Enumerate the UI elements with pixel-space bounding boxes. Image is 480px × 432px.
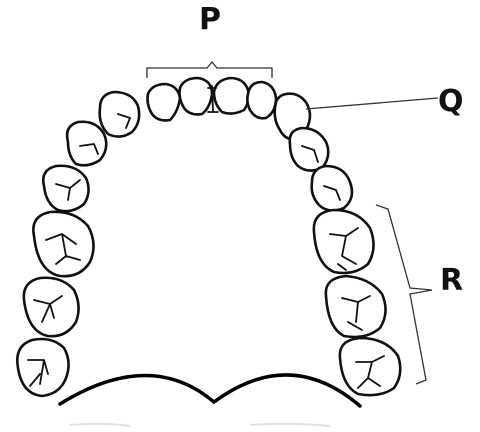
palate-outline	[60, 375, 360, 406]
label-p: P	[199, 5, 221, 35]
tooth-incisor-right-lateral	[247, 82, 276, 118]
tooth-left-premolar-1	[67, 122, 106, 166]
label-r: R	[440, 266, 463, 296]
bracket-p	[147, 62, 272, 78]
tooth-incisor-right-central	[214, 78, 249, 114]
tooth-right-molar-2	[326, 276, 386, 337]
tooth-right-molar-1	[314, 210, 374, 273]
tooth-right-premolar-1	[290, 128, 329, 171]
tooth-left-premolar-2	[43, 166, 88, 211]
tooth-left-molar-3	[17, 339, 68, 396]
tooth-left-molar-1	[33, 212, 93, 276]
smudge-left	[70, 424, 130, 426]
leader-line-q	[306, 98, 438, 109]
tooth-right-molar-3	[340, 338, 400, 395]
tooth-left-canine	[100, 92, 139, 137]
label-q: Q	[438, 87, 464, 117]
tooth-left-molar-2	[24, 278, 79, 336]
smudge-right	[250, 424, 330, 426]
tooth-incisor-left-lateral	[148, 84, 181, 120]
tooth-right-premolar-2	[312, 166, 352, 211]
tooth-incisor-left-central	[180, 78, 213, 114]
